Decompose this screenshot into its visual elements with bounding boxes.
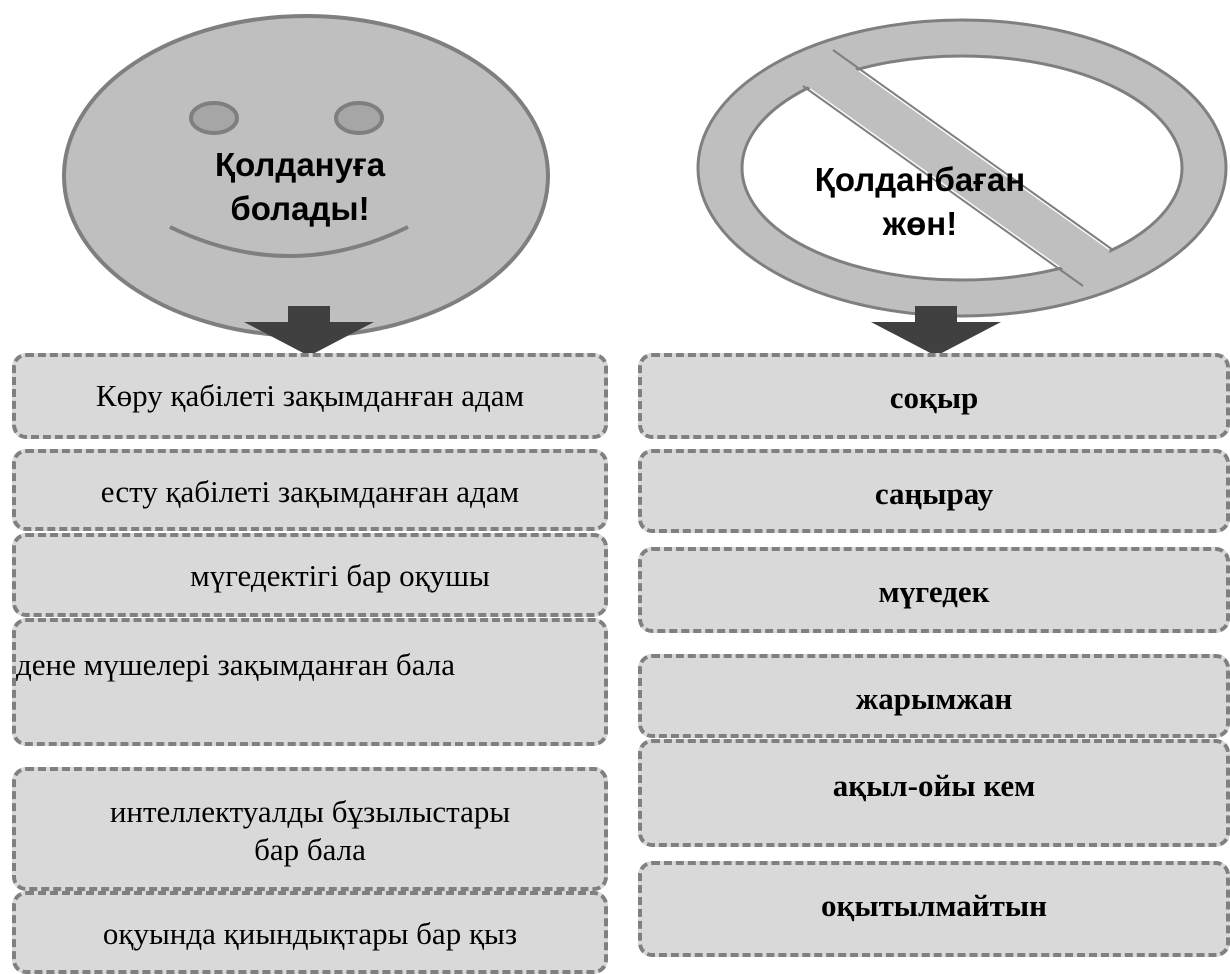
left-item-4: дене мүшелері зақымданған бала [12, 618, 608, 746]
right-item-1: соқыр [638, 353, 1230, 439]
left-item-3: мүгедектігі бар оқушы [12, 533, 608, 617]
right-item-4: жарымжан [638, 654, 1230, 738]
left-heading-line2: болады! [230, 190, 370, 227]
right-down-arrow-icon [871, 306, 1001, 356]
right-item-2-text: саңырау [874, 476, 994, 511]
right-heading: Қолданбаған жөн! [770, 158, 1070, 246]
right-item-5: ақыл-ойы кем [638, 739, 1230, 847]
left-item-4-text: дене мүшелері зақымданған бала [16, 647, 455, 682]
right-item-6: оқытылмайтын [638, 861, 1230, 957]
left-item-1: Көру қабілеті зақымданған адам [12, 353, 608, 439]
no-sign-icon [696, 18, 1228, 318]
left-item-5: интеллектуалды бұзылыстары бар бала [12, 767, 608, 891]
left-item-5-line2: бар бала [254, 832, 366, 867]
left-item-2: есту қабілеті зақымданған адам [12, 449, 608, 531]
left-item-2-text: есту қабілеті зақымданған адам [100, 474, 520, 509]
right-item-4-text: жарымжан [855, 681, 1013, 716]
smiley-mouth [169, 225, 409, 258]
smiley-right-eye [334, 101, 384, 135]
left-heading: Қолдануға болады! [160, 143, 440, 231]
right-item-2: саңырау [638, 449, 1230, 533]
right-item-3: мүгедек [638, 547, 1230, 633]
left-item-1-text: Көру қабілеті зақымданған адам [95, 378, 525, 413]
right-item-1-text: соқыр [889, 380, 979, 415]
smiley-left-eye [189, 101, 239, 135]
left-item-3-text: мүгедектігі бар оқушы [190, 558, 490, 593]
right-item-3-text: мүгедек [878, 574, 990, 609]
left-heading-line1: Қолдануға [214, 146, 386, 183]
right-heading-line2: жөн! [882, 205, 958, 242]
left-down-arrow-icon [244, 306, 374, 356]
right-heading-line1: Қолданбаған [814, 161, 1026, 198]
left-item-5-line1: интеллектуалды бұзылыстары [109, 794, 511, 829]
right-item-5-text: ақыл-ойы кем [832, 768, 1036, 803]
left-item-6: оқуында қиындықтары бар қыз [12, 891, 608, 974]
right-item-6-text: оқытылмайтын [821, 888, 1047, 923]
left-item-6-text: оқуында қиындықтары бар қыз [102, 916, 518, 951]
